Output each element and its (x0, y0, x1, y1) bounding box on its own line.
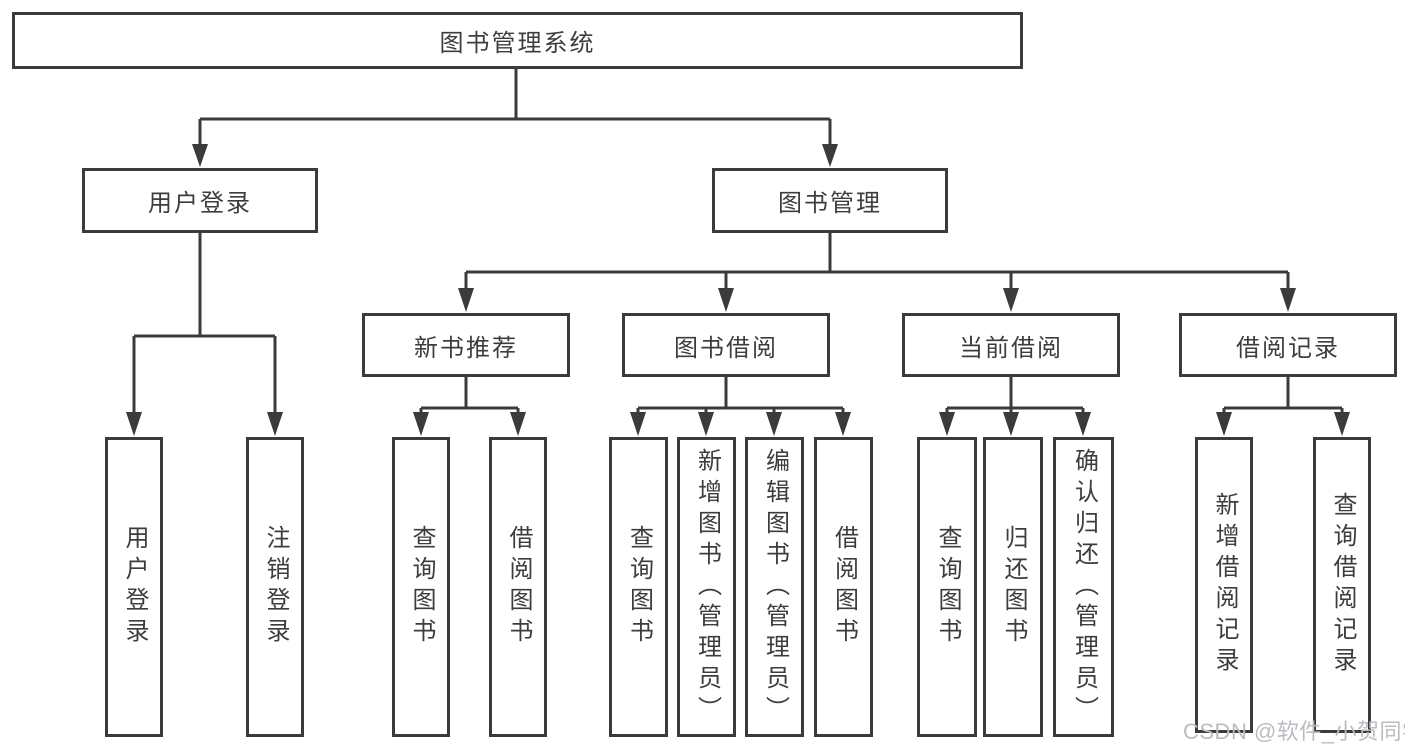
node-current-borrow: 当前借阅 (902, 313, 1120, 377)
node-root: 图书管理系统 (12, 12, 1023, 69)
node-borrow-records-label: 借阅记录 (1236, 334, 1340, 362)
node-leaf-recommend-borrow-books-label: 借阅图书 (505, 525, 532, 649)
node-root-label: 图书管理系统 (439, 30, 596, 57)
node-leaf-query-borrow-record-label: 查询借阅记录 (1329, 492, 1356, 678)
node-borrow-records: 借阅记录 (1179, 313, 1397, 377)
node-leaf-add-borrow-record: 新增借阅记录 (1195, 437, 1253, 733)
node-leaf-logout-label: 注销登录 (262, 525, 289, 649)
node-leaf-current-query-books: 查询图书 (917, 437, 977, 737)
node-leaf-user-login-label: 用户登录 (121, 525, 148, 649)
node-leaf-recommend-borrow-books: 借阅图书 (489, 437, 547, 737)
node-leaf-confirm-return-admin: 确认归还（管理员） (1053, 437, 1114, 737)
node-leaf-confirm-return-admin-label: 确认归还（管理员） (1070, 447, 1098, 727)
node-leaf-borrow-query-books-label: 查询图书 (625, 525, 653, 649)
node-leaf-edit-book-admin: 编辑图书（管理员） (745, 437, 804, 737)
node-leaf-edit-book-admin-label: 编辑图书（管理员） (761, 447, 789, 727)
node-book-management-label: 图书管理 (778, 190, 882, 217)
node-leaf-add-borrow-record-label: 新增借阅记录 (1211, 492, 1238, 678)
node-leaf-return-book-label: 归还图书 (1000, 525, 1027, 649)
node-leaf-user-login: 用户登录 (105, 437, 163, 737)
node-leaf-add-book-admin: 新增图书（管理员） (677, 437, 736, 737)
node-book-management: 图书管理 (712, 168, 948, 233)
node-leaf-borrow-books: 借阅图书 (814, 437, 873, 737)
node-leaf-borrow-books-label: 借阅图书 (830, 525, 858, 649)
node-leaf-logout: 注销登录 (246, 437, 304, 737)
node-leaf-add-book-admin-label: 新增图书（管理员） (693, 447, 721, 727)
node-leaf-borrow-query-books: 查询图书 (609, 437, 668, 737)
node-leaf-query-borrow-record: 查询借阅记录 (1313, 437, 1371, 733)
node-leaf-recommend-query-books: 查询图书 (392, 437, 450, 737)
node-new-book-recommend: 新书推荐 (362, 313, 570, 377)
node-leaf-current-query-books-label: 查询图书 (934, 525, 961, 649)
node-current-borrow-label: 当前借阅 (959, 334, 1063, 362)
node-new-book-recommend-label: 新书推荐 (414, 334, 518, 362)
node-leaf-return-book: 归还图书 (983, 437, 1043, 737)
node-user-login-label: 用户登录 (148, 190, 252, 217)
node-leaf-recommend-query-books-label: 查询图书 (408, 525, 435, 649)
node-book-borrow: 图书借阅 (622, 313, 830, 377)
node-book-borrow-label: 图书借阅 (674, 334, 778, 362)
csdn-watermark: CSDN @软件_小贺同学 (1183, 719, 1405, 744)
node-user-login: 用户登录 (82, 168, 318, 233)
